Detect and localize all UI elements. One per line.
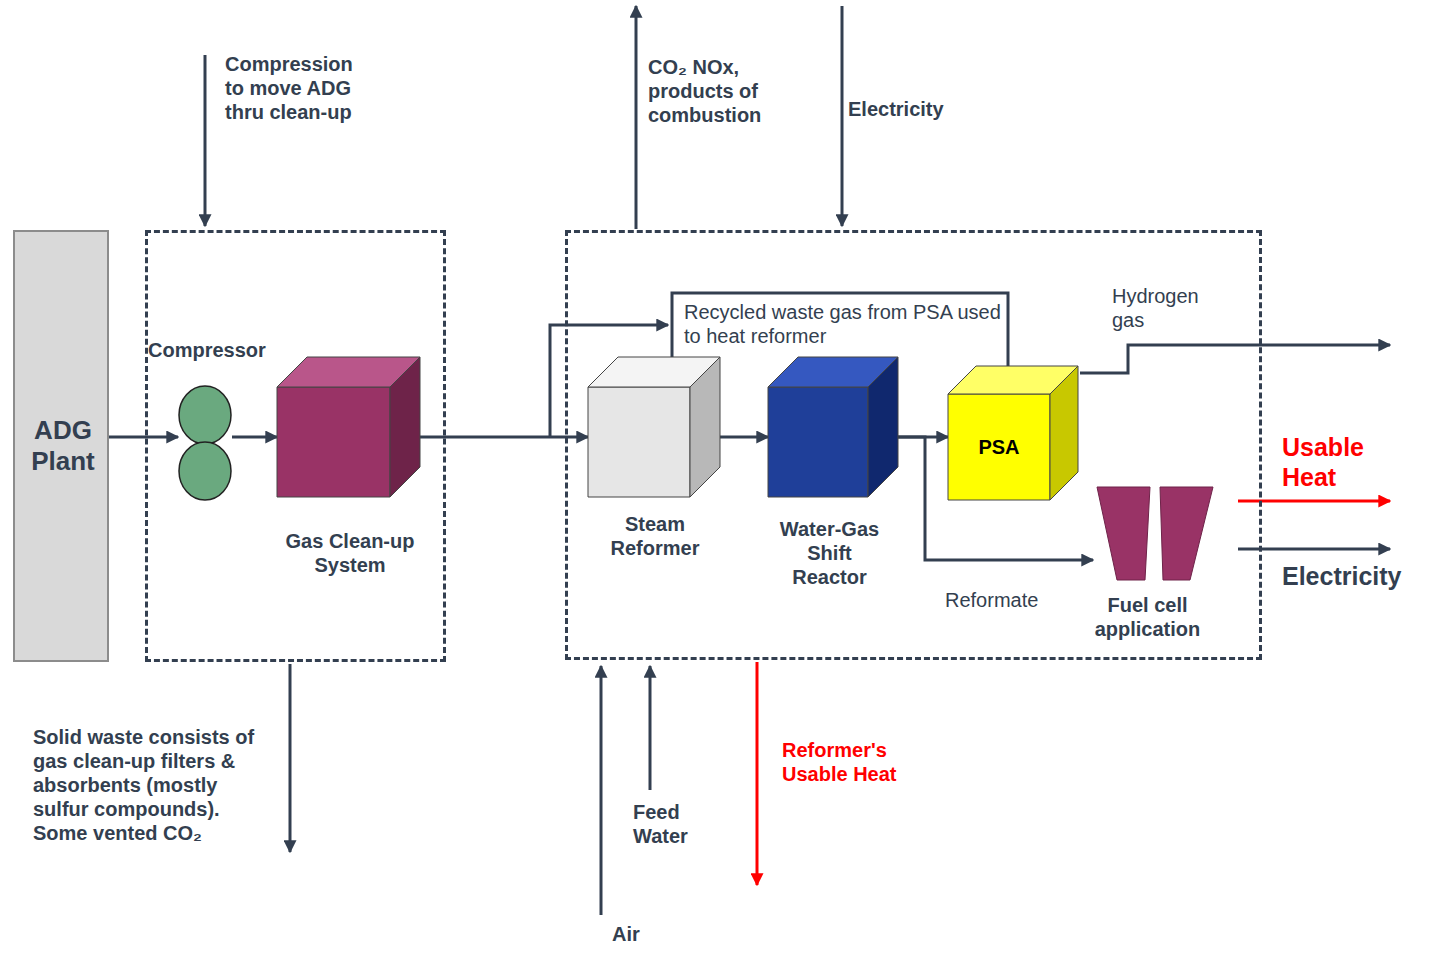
node-label: Compressor — [148, 338, 270, 362]
cube-shape — [277, 357, 420, 497]
cube-front — [768, 387, 868, 497]
cube-front — [277, 387, 390, 497]
node-label: Steam Reformer — [595, 512, 715, 560]
annotation-label: Air — [612, 922, 672, 946]
annotation-label: Reformer's Usable Heat — [782, 738, 932, 786]
heat-arrow — [756, 662, 759, 885]
compressor-symbol — [178, 385, 232, 501]
fuel-cell-symbol: Fuel cell application — [1070, 485, 1225, 655]
input-arrow — [204, 55, 207, 226]
cube-side — [690, 357, 720, 497]
hydrogen-line — [1080, 345, 1390, 373]
annotation-label: Solid waste consists of gas clean-up fil… — [33, 725, 268, 845]
waste-arrow — [289, 664, 292, 852]
process-cube: Gas Clean-up System — [270, 357, 430, 597]
flow-connector — [109, 436, 178, 439]
annotation-label: Electricity — [1282, 561, 1432, 591]
compressor-lobe — [179, 442, 231, 500]
fuel-cell-stack — [1160, 487, 1213, 580]
edge-label: Reformate — [945, 588, 1070, 612]
cube-side — [1050, 366, 1078, 500]
annotation-label: CO₂ NOx, products of combustion — [648, 55, 808, 127]
edge-label: Recycled waste gas from PSA used to heat… — [684, 300, 1002, 348]
group-box: CompressorGas Clean-up System — [145, 230, 446, 662]
fuel-cell-symbol — [1095, 485, 1215, 582]
annotation-label: Compression to move ADG thru clean-up — [225, 52, 370, 124]
cube-shape — [948, 366, 1078, 500]
flow-connector — [720, 436, 768, 439]
cube-front — [948, 394, 1050, 500]
input-arrow — [841, 6, 844, 226]
process-cube: Steam Reformer — [575, 357, 735, 577]
fuel-cell-stack — [1097, 487, 1150, 580]
annotation-label: Feed Water — [633, 800, 718, 848]
flow-connector — [232, 436, 277, 439]
input-arrow — [600, 666, 603, 915]
input-arrow — [649, 666, 652, 790]
annotation-label: Hydrogen gas — [1112, 284, 1232, 332]
plant-block: ADG Plant — [13, 230, 109, 662]
node-label: Gas Clean-up System — [275, 529, 425, 577]
cube-shape — [588, 357, 720, 497]
annotation-label: Usable Heat — [1282, 432, 1412, 492]
process-cube: Water-Gas Shift Reactor — [755, 357, 905, 597]
compressor-symbol: Compressor — [148, 338, 270, 502]
cube-side — [868, 357, 898, 497]
node-label: PSA — [948, 435, 1050, 459]
cube-side — [390, 357, 420, 497]
cube-shape — [768, 357, 898, 497]
flow-connector — [672, 293, 1008, 366]
node-label: Water-Gas Shift Reactor — [777, 517, 882, 589]
exhaust-arrow — [635, 6, 638, 229]
annotation-label: Electricity — [848, 97, 978, 121]
cube-front — [588, 387, 690, 497]
compressor-lobe — [179, 386, 231, 444]
node-label: ADG Plant — [15, 415, 111, 477]
process-cube: PSA — [948, 366, 1080, 502]
node-label: Fuel cell application — [1070, 593, 1225, 641]
